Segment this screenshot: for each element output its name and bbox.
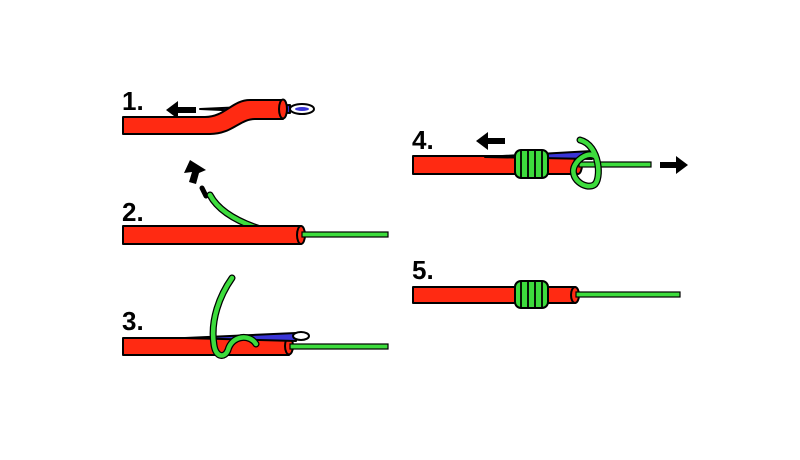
step-1-tube: [122, 98, 288, 135]
step-3-loop: [209, 274, 260, 359]
step-2: 2.: [122, 160, 389, 245]
step-5-tube: [412, 286, 580, 304]
step-2-line: [301, 231, 389, 238]
step-5-label: 5.: [412, 255, 434, 285]
curved-arrow-icon: [184, 160, 209, 199]
step-4-line: [578, 161, 652, 168]
step-5: 5.: [412, 255, 681, 309]
step-2-label: 2.: [122, 197, 144, 227]
step-2-tube: [122, 225, 306, 245]
step-1-label: 1.: [122, 86, 144, 116]
step-1: 1.: [122, 86, 315, 135]
step-5-wraps: [514, 280, 549, 309]
step-4: 4.: [412, 125, 688, 190]
left-arrow-icon: [476, 132, 505, 150]
step-4-label: 4.: [412, 125, 434, 155]
step-3-line: [289, 343, 389, 350]
step-3: 3.: [122, 274, 389, 359]
right-arrow-icon: [660, 156, 688, 174]
step-4-wraps: [514, 149, 549, 179]
step-3-label: 3.: [122, 306, 144, 336]
step-4-loop: [569, 136, 602, 190]
step-5-line: [575, 291, 681, 298]
left-arrow-icon: [166, 101, 196, 119]
